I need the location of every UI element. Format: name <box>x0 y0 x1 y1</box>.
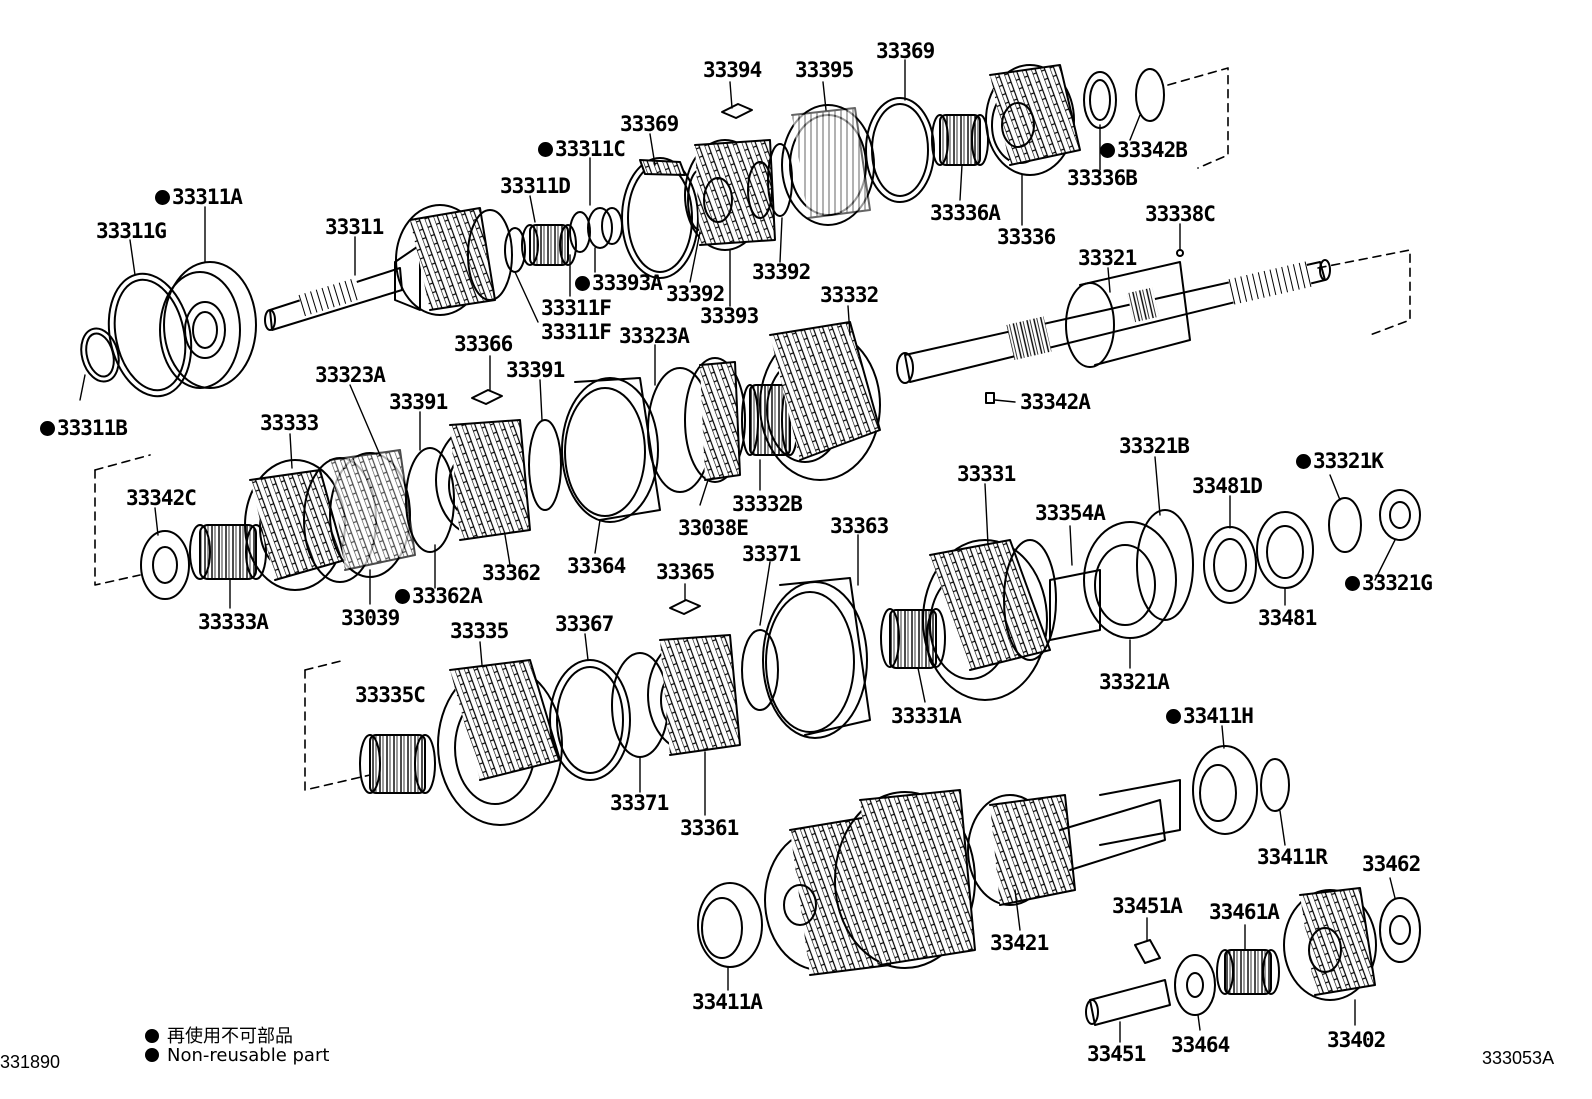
part-label: 33331 <box>957 462 1016 486</box>
part-label: 33321G <box>1345 573 1433 594</box>
part-label: 33342A <box>1020 390 1091 414</box>
part-label: 33371 <box>610 791 669 815</box>
legend-jp: 再使用不可部品 <box>145 1022 293 1048</box>
part-label: 33364 <box>567 554 626 578</box>
part-label: 33321A <box>1099 670 1170 694</box>
part-label: 33311F <box>541 296 612 320</box>
part-label: 33332 <box>820 283 879 307</box>
reverse-idler-group <box>1085 887 1421 1026</box>
output-shaft-group <box>896 249 1331 404</box>
diagram-code-left: 331890 <box>0 1052 61 1072</box>
part-label: 33393 <box>700 304 759 328</box>
part-label: 33451 <box>1087 1042 1146 1066</box>
part-label: 33393A <box>575 273 663 294</box>
top-synchronizer-group <box>621 64 1165 279</box>
part-label: 33394 <box>703 58 762 82</box>
bottom-sync-group <box>359 577 871 826</box>
part-label: 33336A <box>930 201 1001 225</box>
leader-lines <box>79 59 1396 1043</box>
nonreusable-dot-icon <box>395 589 410 604</box>
part-label: 33311C <box>538 139 626 160</box>
part-label: 33361 <box>680 816 739 840</box>
part-label: 33421 <box>990 931 1049 955</box>
part-label: 33411H <box>1166 706 1254 727</box>
part-label: 33392 <box>666 282 725 306</box>
part-label: 33369 <box>876 39 935 63</box>
part-label: 33462 <box>1362 852 1421 876</box>
part-label: 33451A <box>1112 894 1183 918</box>
part-label: 33354A <box>1035 501 1106 525</box>
part-label: 33411A <box>692 990 763 1014</box>
part-label: 33311F <box>541 320 612 344</box>
part-label: 33336B <box>1067 166 1138 190</box>
input-shaft-group <box>80 204 623 398</box>
part-label: 33038E <box>678 516 749 540</box>
part-label: 33366 <box>454 332 513 356</box>
part-label: 33311G <box>96 219 167 243</box>
part-label: 33335C <box>355 683 426 707</box>
part-label: 33402 <box>1327 1028 1386 1052</box>
legend-en: Non-reusable part <box>145 1045 329 1066</box>
part-label: 33039 <box>341 606 400 630</box>
part-label: 33464 <box>1171 1033 1230 1057</box>
part-label: 33461A <box>1209 900 1280 924</box>
part-label: 33362 <box>482 561 541 585</box>
part-label: 33338C <box>1145 202 1216 226</box>
part-label: 33311D <box>500 174 571 198</box>
part-label: 33481 <box>1258 606 1317 630</box>
part-label: 33333A <box>198 610 269 634</box>
nonreusable-dot-icon <box>155 190 170 205</box>
part-label: 33311 <box>325 215 384 239</box>
part-label: 33323A <box>315 363 386 387</box>
part-label: 33392 <box>752 260 811 284</box>
part-label: 33323A <box>619 324 690 348</box>
part-label: 33362A <box>395 586 483 607</box>
part-label: 33481D <box>1192 474 1263 498</box>
nonreusable-dot-icon <box>40 421 55 436</box>
part-label: 33342B <box>1100 140 1188 161</box>
counter-shaft-group <box>697 745 1290 976</box>
part-label: 33321 <box>1078 246 1137 270</box>
nonreusable-dot-icon <box>538 142 553 157</box>
part-label: 33336 <box>997 225 1056 249</box>
part-label: 33331A <box>891 704 962 728</box>
part-label: 33371 <box>742 542 801 566</box>
middle-gear-group <box>140 321 881 600</box>
part-label: 33311A <box>155 187 243 208</box>
part-label: 33367 <box>555 612 614 636</box>
nonreusable-dot-icon <box>575 276 590 291</box>
part-label: 33335 <box>450 619 509 643</box>
nonreusable-dot-icon <box>1166 709 1181 724</box>
diagram-code-right: 333053A <box>1482 1048 1555 1068</box>
part-label: 33411R <box>1257 845 1328 869</box>
part-label: 33342C <box>126 486 197 510</box>
part-label: 33391 <box>506 358 565 382</box>
nonreusable-dot-icon <box>145 1048 159 1062</box>
nonreusable-dot-icon <box>1296 454 1311 469</box>
part-label: 33363 <box>830 514 889 538</box>
part-label: 33365 <box>656 560 715 584</box>
nonreusable-dot-icon <box>1345 576 1360 591</box>
output-rear-group <box>880 489 1421 701</box>
part-label: 33395 <box>795 58 854 82</box>
legend-jp-text: 再使用不可部品 <box>167 1026 293 1047</box>
nonreusable-dot-icon <box>145 1029 159 1043</box>
part-label: 33321K <box>1296 451 1384 472</box>
nonreusable-dot-icon <box>1100 143 1115 158</box>
part-label: 33311B <box>40 418 128 439</box>
part-label: 33369 <box>620 112 679 136</box>
part-label: 33321B <box>1119 434 1190 458</box>
part-label: 33332B <box>732 492 803 516</box>
legend-en-text: Non-reusable part <box>167 1045 330 1066</box>
part-label: 33333 <box>260 411 319 435</box>
part-label: 33391 <box>389 390 448 414</box>
